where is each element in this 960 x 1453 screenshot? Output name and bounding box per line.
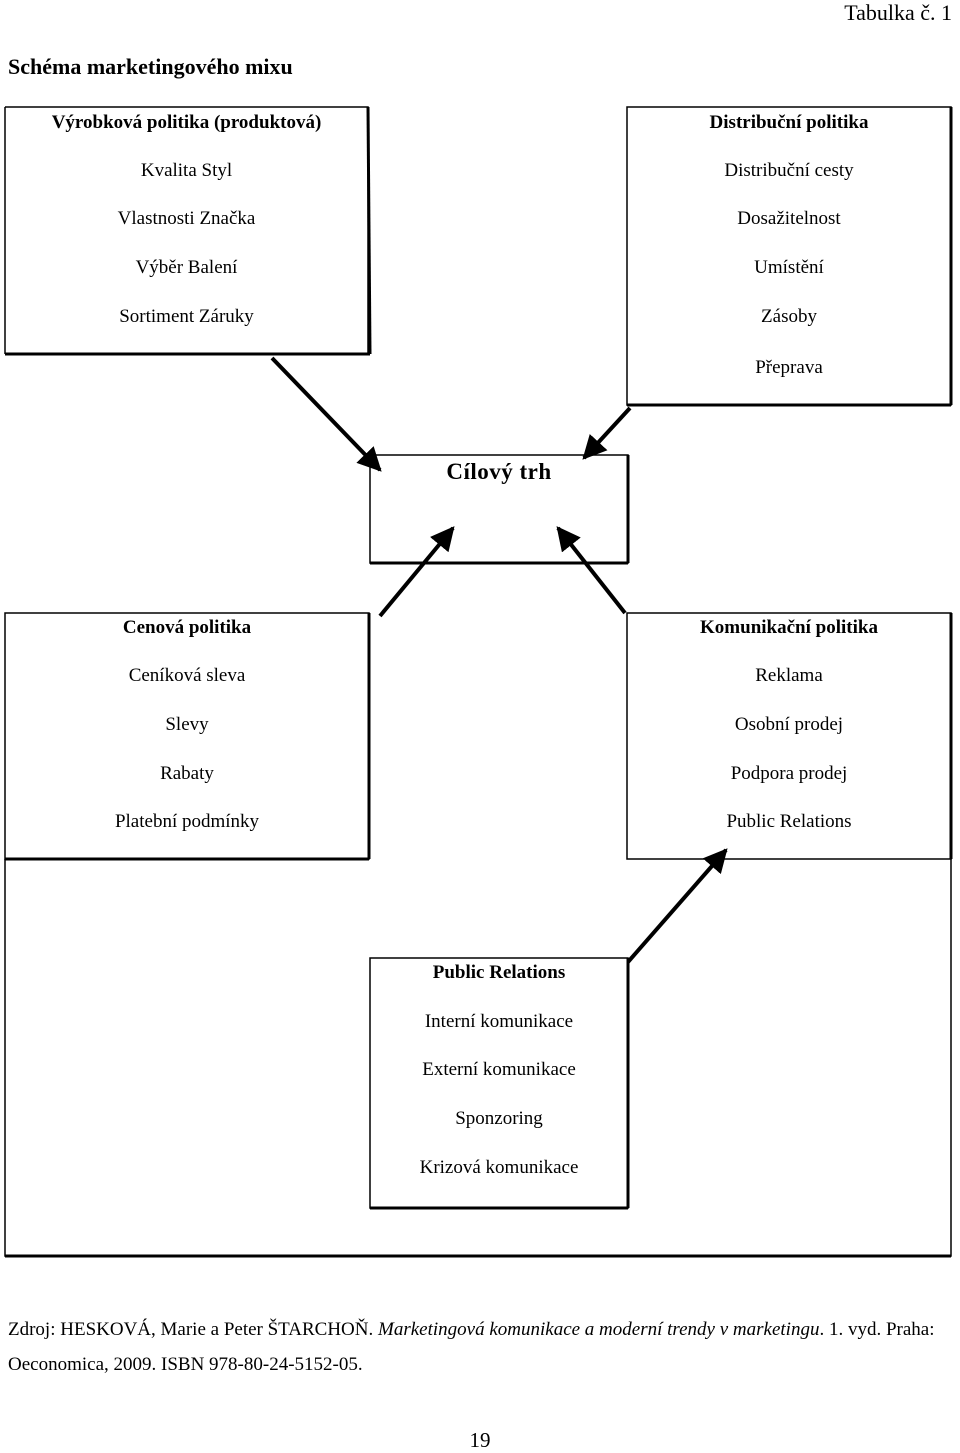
pr-item: Krizová komunikace [419, 1157, 579, 1178]
price-item: Ceníková sleva [128, 665, 246, 686]
product-item: Vlastnosti Značka [117, 208, 256, 229]
communication-item: Public Relations [726, 811, 852, 832]
communication-item: Osobní prodej [734, 714, 844, 735]
source-book-title: Marketingová komunikace a moderní trendy… [378, 1319, 820, 1340]
target-box-title: Cílový trh [446, 459, 552, 484]
price-item: Platební podmínky [114, 811, 260, 832]
pr-item: Sponzoring [455, 1108, 543, 1129]
source-citation: Zdroj: HESKOVÁ, Marie a Peter ŠTARCHOŇ. … [8, 1312, 958, 1382]
product-item: Sortiment Záruky [119, 306, 254, 327]
page-title: Schéma marketingového mixu [8, 54, 293, 79]
price-item: Rabaty [160, 763, 214, 784]
source-prefix: Zdroj: HESKOVÁ, Marie a Peter ŠTARCHOŇ. [8, 1319, 378, 1340]
price-box-title: Cenová politika [122, 617, 252, 638]
arrow-price-to-target [378, 526, 455, 618]
pr-item: Interní komunikace [424, 1011, 574, 1032]
pr-box-title: Public Relations [432, 962, 566, 983]
table-label: Tabulka č. 1 [844, 0, 952, 25]
arrow-pr-to-communication [626, 848, 728, 964]
product-item: Výběr Balení [135, 257, 238, 278]
product-box-title: Výrobková politika (produktová) [51, 112, 322, 133]
product-box-shadow [366, 106, 372, 355]
distribution-box: Distribuční politika Distribuční cesty D… [627, 107, 951, 405]
arrow-distribution-to-target [582, 406, 632, 460]
product-box: Výrobková politika (produktová) Kvalita … [5, 107, 368, 354]
distribution-box-title: Distribuční politika [709, 112, 869, 133]
communication-box: Komunikační politika Reklama Osobní prod… [627, 613, 951, 859]
arrow-product-to-target [270, 356, 382, 472]
page-number: 19 [469, 1428, 491, 1452]
communication-item: Reklama [755, 665, 823, 686]
source-suffix: . 1. vyd. Praha: Oeconomica, 2009. ISBN … [8, 1319, 935, 1375]
target-box: Cílový trh [370, 455, 628, 515]
communication-item: Podpora prodej [730, 763, 848, 784]
distribution-item: Distribuční cesty [724, 160, 854, 181]
price-box: Cenová politika Ceníková sleva Slevy Rab… [5, 613, 369, 859]
arrow-communication-to-target [556, 526, 627, 615]
distribution-item: Přeprava [755, 357, 823, 378]
pr-box: Public Relations Interní komunikace Exte… [370, 958, 628, 1208]
pr-item: Externí komunikace [422, 1059, 576, 1080]
distribution-item: Umístění [754, 257, 824, 278]
product-item: Kvalita Styl [140, 160, 233, 181]
distribution-item: Dosažitelnost [737, 208, 841, 229]
distribution-item: Zásoby [761, 306, 817, 327]
price-item: Slevy [165, 714, 209, 735]
communication-box-title: Komunikační politika [700, 617, 878, 638]
